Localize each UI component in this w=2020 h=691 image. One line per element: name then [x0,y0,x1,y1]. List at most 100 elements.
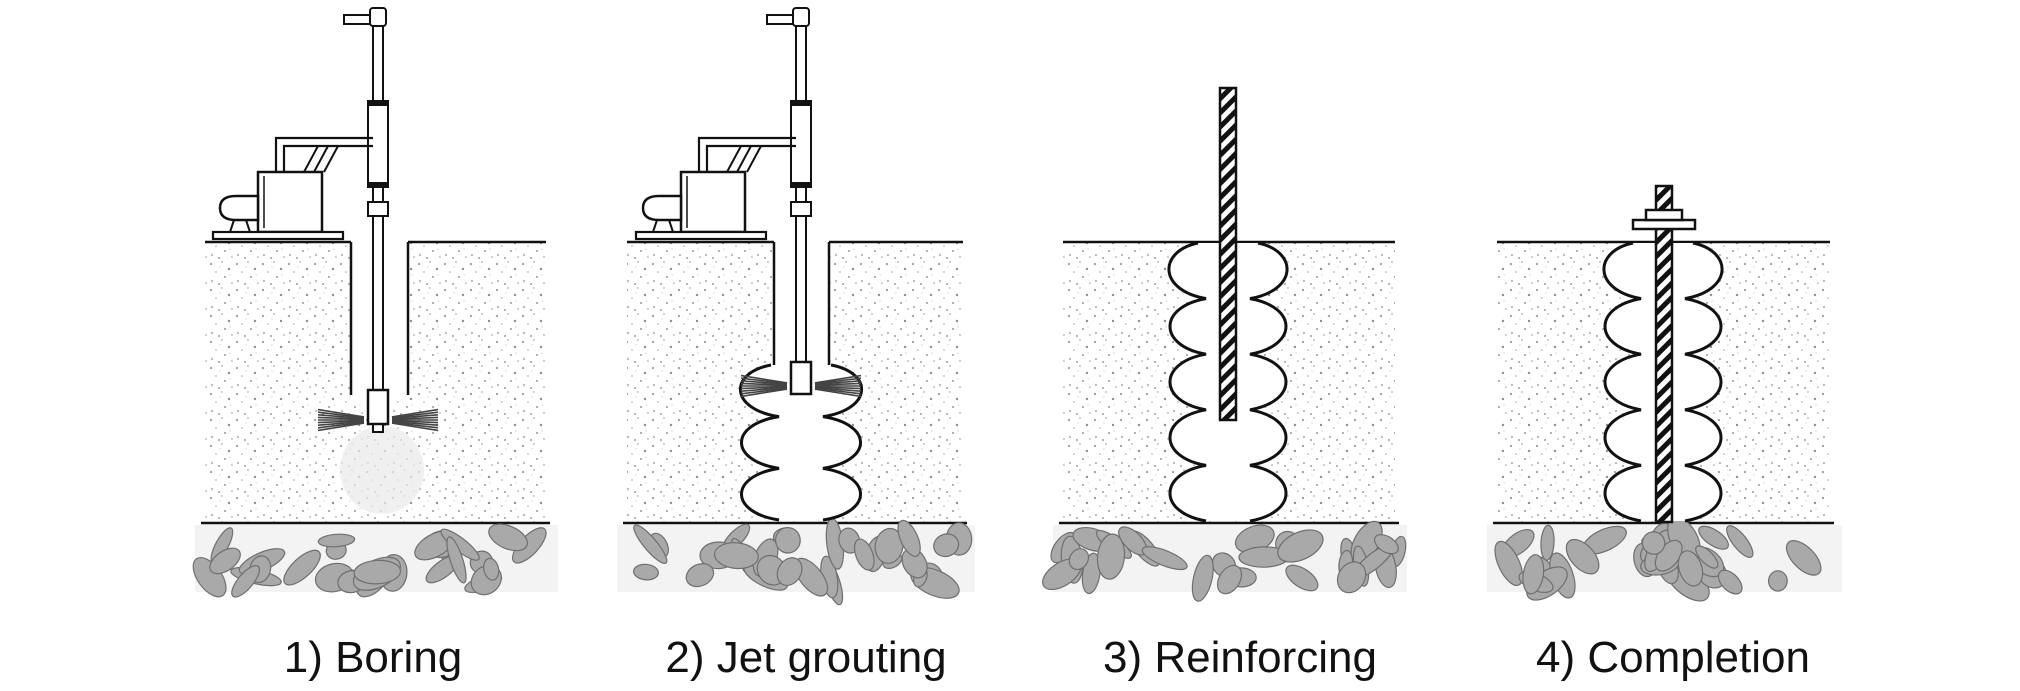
disturbed-soil [340,426,424,514]
bedrock-stone [897,519,921,557]
spray-jet-left [740,388,788,398]
bedrock-layer [1487,516,1842,602]
spray-jet-left [317,414,365,420]
grout-column-left-edge [739,363,780,522]
jet-spray [740,374,862,398]
bedrock-stone [1785,540,1822,576]
drill-rod [372,21,384,433]
grout-column-fill [740,365,862,520]
caption-reinforcing: 3) Reinforcing [1103,633,1377,682]
spray-jet-left [740,385,788,390]
reinforcing-bar [1654,184,1674,524]
panel-completion [1487,184,1842,602]
bedrock-stone [1767,570,1788,592]
spray-jet-right [814,387,862,395]
bedrock-stone [1717,569,1743,595]
spray-jet-left [740,380,788,386]
bedrock-stone [1565,538,1600,575]
anchor-plate [1631,218,1697,231]
bedrock-stone [1141,546,1188,571]
grout-column-right-edge [822,363,863,522]
spray-jet-left [740,382,788,387]
grout-pump-body [679,170,747,234]
motor-leg [229,219,235,233]
spray-jet-left [740,387,788,395]
jet-spray [317,408,439,432]
bedrock-layer [617,517,975,606]
panel-jet-grouting [617,7,975,606]
bedrock-stone [874,527,904,564]
pump-motor [218,194,260,222]
motor-leg [245,219,251,233]
spray-jet-left [740,377,788,385]
bedrock-stone [776,557,803,587]
spray-jet-left [740,386,788,392]
bedrock-stone [1277,529,1324,563]
bedrock-stone [1641,531,1666,555]
machine-skid [211,230,345,241]
bedrock-stone [209,547,241,575]
bedrock-stone [774,527,801,554]
spray-jet-right [391,422,439,432]
bedrock-stone [283,549,321,586]
spray-jet-right [814,388,862,398]
spray-jet-right [814,382,862,387]
jet-monitor [366,388,390,426]
bedrock-stone [1216,564,1243,595]
bedrock-stone [933,533,960,558]
spray-jet-right [391,408,439,418]
panel-reinforcing [1042,86,1407,602]
feed-arm [274,136,373,172]
spray-jet-left [317,422,365,432]
bedrock-stone [1285,564,1319,592]
spray-jet-right [814,385,862,390]
spray-jet-left [740,374,788,384]
spray-jet-left [317,420,365,426]
bedrock-layer [192,523,558,598]
jet-monitor [789,360,813,396]
spray-jet-right [391,419,439,424]
machine-skid [634,230,768,241]
collar-cap [790,100,812,106]
spray-jet-right [814,377,862,385]
collar-cap [367,100,389,106]
rod-coupling [367,201,389,217]
grout-column-right-edge [1684,241,1724,523]
collar-cap [367,182,389,188]
bedrock-stone [1068,548,1090,571]
bedrock-stone [488,523,528,552]
bedrock-stone [1096,533,1126,580]
spray-jet-left [317,411,365,419]
grout-column-left-edge [1167,241,1207,523]
bedrock-stone [353,559,402,585]
swivel-head [792,7,810,27]
caption-completion: 4) Completion [1536,633,1810,682]
motor-leg [668,219,674,233]
pump-motor [641,194,683,222]
bedrock-stone [633,563,659,581]
spray-jet-right [391,420,439,426]
spray-jet-right [391,414,439,420]
feed-arm [697,136,796,172]
spray-jet-right [814,386,862,392]
collar-cap [790,182,812,188]
spray-jet-left [317,421,365,429]
spray-jet-right [391,421,439,429]
bedrock-stone [713,542,759,570]
rod-coupling [790,201,812,217]
bedrock-stone [1695,545,1719,569]
caption-boring: 1) Boring [283,633,463,682]
bedrock-stone [853,538,875,571]
swivel-head [369,7,387,27]
swivel-arm [766,14,796,25]
bedrock-stone [1726,525,1754,559]
bedrock-stone [1373,534,1399,555]
motor-leg [652,219,658,233]
arm-brace [726,145,762,173]
spray-jet-right [391,411,439,419]
swivel-arm [343,14,373,25]
grout-column-right-edge [1249,241,1289,523]
spray-jet-left [317,408,365,418]
bedrock-stone [446,536,467,584]
